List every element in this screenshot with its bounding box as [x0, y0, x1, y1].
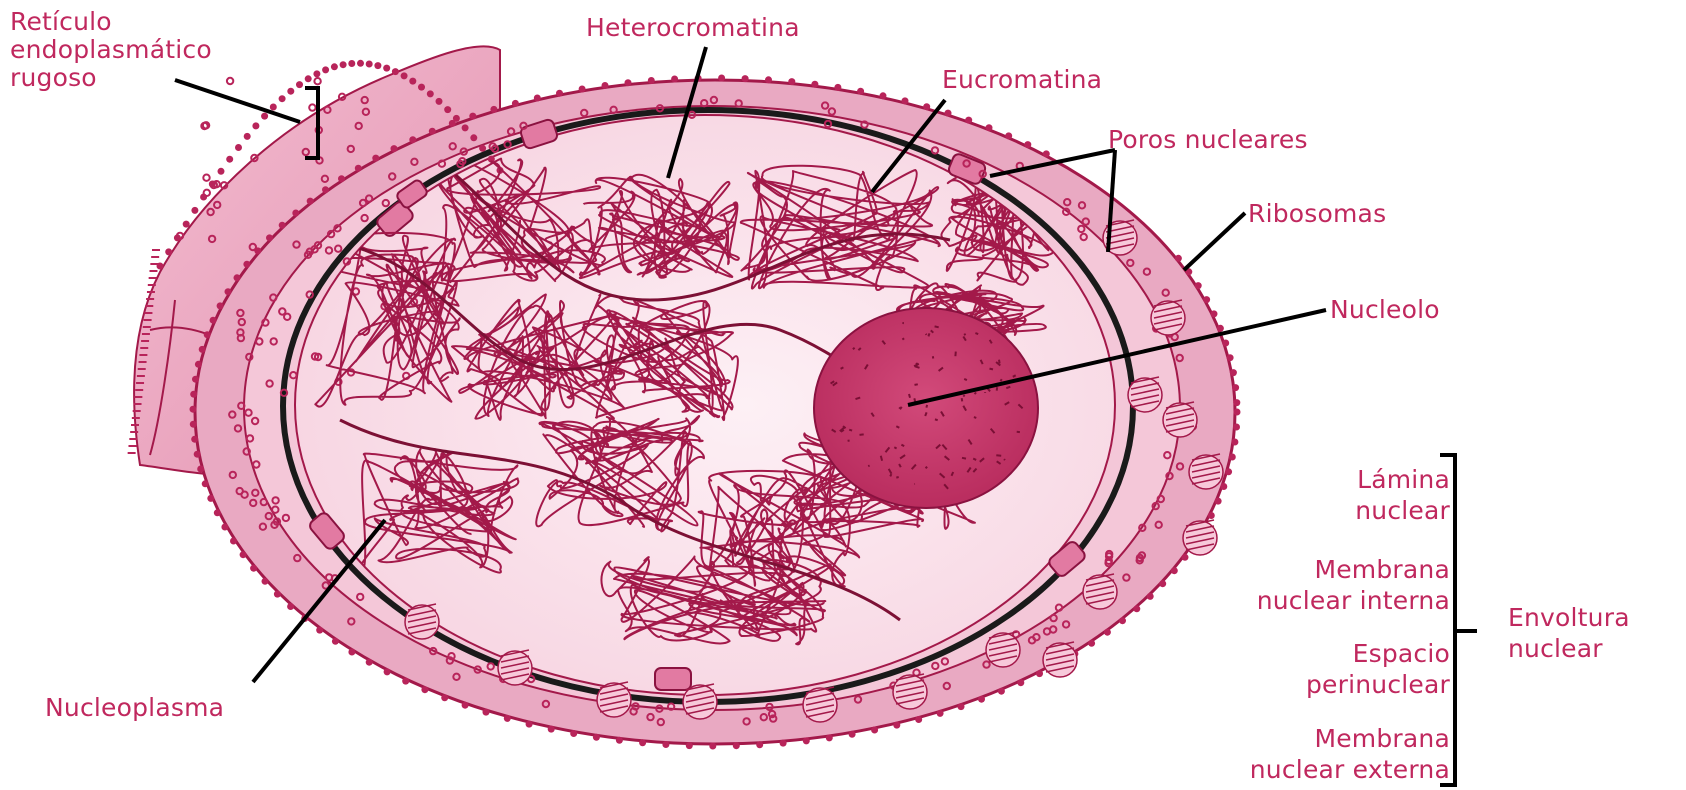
label-lamina-nuclear: Lámina nuclear — [1355, 464, 1450, 526]
label-membrana-nuclear-externa: Membrana nuclear externa — [1250, 723, 1450, 785]
ribosomas-leader — [1184, 213, 1245, 270]
label-ribosomas: Ribosomas — [1248, 198, 1386, 229]
label-envoltura-nuclear: Envoltura nuclear — [1508, 602, 1630, 664]
nuclear-envelope — [195, 80, 1235, 744]
label-membrana-nuclear-interna: Membrana nuclear interna — [1257, 554, 1450, 616]
label-rer: Retículo endoplasmático rugoso — [10, 8, 212, 92]
label-eucromatina: Eucromatina — [942, 64, 1102, 95]
nucleolus — [814, 308, 1038, 508]
label-poros-nucleares: Poros nucleares — [1108, 124, 1308, 155]
label-espacio-perinuclear: Espacio perinuclear — [1306, 638, 1450, 700]
label-nucleoplasma: Nucleoplasma — [45, 692, 224, 723]
label-heterocromatina: Heterocromatina — [586, 12, 800, 43]
label-nucleolo: Nucleolo — [1330, 294, 1440, 325]
